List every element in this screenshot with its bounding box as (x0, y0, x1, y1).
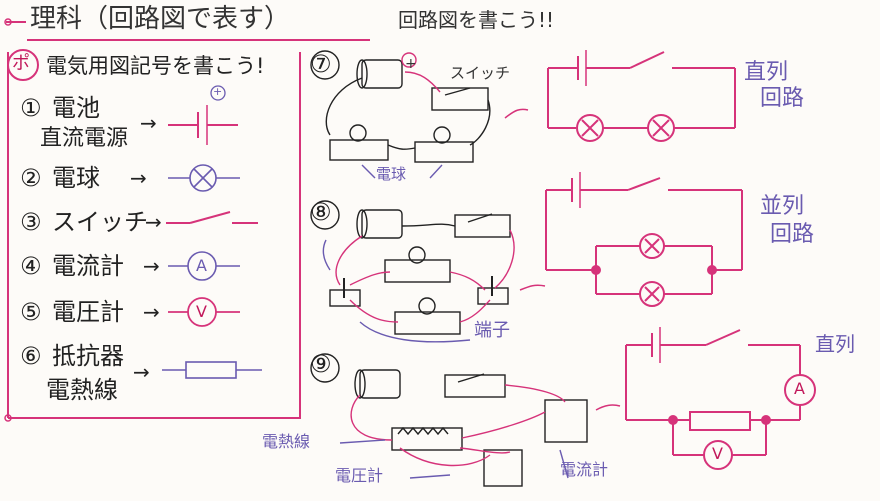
symbol-label-ammeter: 電流計 (52, 252, 124, 280)
arrow-bulb: → (130, 166, 147, 190)
circuit-9-diagram (625, 327, 816, 470)
terminal-label: 端子 (474, 320, 510, 341)
symbol-label-switch: スイッチ (52, 208, 148, 236)
page-subtitle: 回路図を書こう!! (398, 8, 555, 32)
heater-label: 電熱線 (262, 432, 311, 451)
arrow-9 (595, 404, 621, 411)
point-badge: ポ (12, 53, 30, 74)
example-8-sketch (310, 200, 515, 343)
plus-sign: + (213, 85, 223, 98)
circuit-8-diagram (545, 172, 743, 307)
arrow-7 (504, 108, 529, 119)
heater-pointer (339, 439, 386, 444)
symbol-label-voltmeter: 電圧計 (52, 298, 124, 326)
panel-corner-dot (4, 414, 12, 422)
example-9-sketch (310, 353, 588, 487)
example-number-9: ⑨ (310, 350, 332, 378)
arrow-8 (519, 284, 546, 291)
symbol-label-dc-source: 直流電源 (40, 126, 129, 151)
switch-label: スイッチ (450, 64, 511, 82)
symbol-number-5: ⑤ (20, 298, 42, 326)
arrow-switch: → (145, 210, 162, 234)
circuit-9-voltmeter-letter: V (712, 444, 723, 463)
circuit-9-ammeter-letter: A (794, 379, 805, 398)
circuit-7-diagram (547, 50, 736, 142)
parallel-circuit-label: 回路 (770, 222, 815, 247)
ammeter-symbol (168, 251, 240, 281)
arrow-battery: → (140, 111, 157, 135)
symbol-number-6: ⑥ (20, 342, 42, 370)
ammeter-pointer (559, 449, 569, 479)
arrow-voltmeter: → (143, 300, 160, 324)
voltmeter-letter: V (196, 302, 207, 321)
voltmeter-pointer (409, 474, 451, 479)
series-label: 直列 (744, 60, 789, 85)
symbol-number-4: ④ (20, 252, 42, 280)
ammeter-sketch-label: 電流計 (560, 460, 609, 479)
example-number-7: ⑦ (310, 50, 332, 78)
parallel-label: 並列 (760, 194, 805, 219)
battery-symbol (168, 85, 238, 145)
symbol-number-3: ③ (20, 208, 42, 236)
series-label-2: 直列 (815, 332, 855, 356)
bulb-label: 電球 (376, 165, 407, 183)
arrow-resistor: → (133, 360, 150, 384)
point-text: 電気用図記号を書こう! (46, 54, 265, 78)
ammeter-letter: A (196, 256, 207, 275)
voltmeter-sketch-label: 電圧計 (335, 466, 384, 485)
symbol-number-2: ② (20, 164, 42, 192)
series-circuit-label: 回路 (760, 86, 805, 111)
arrow-ammeter: → (143, 254, 160, 278)
page-title: 理科（回路図で表す） (30, 4, 291, 34)
example-number-8: ⑧ (310, 198, 332, 226)
panel-right-border (8, 52, 301, 419)
symbol-label-resistor: 抵抗器 (52, 342, 124, 370)
resistor-symbol (162, 361, 262, 379)
title-dot (4, 18, 12, 26)
example-number-7-plus: + (405, 56, 417, 72)
symbol-label-battery: 電池 (52, 94, 100, 122)
bulb-symbol (168, 164, 240, 192)
example-7-sketch (310, 50, 491, 179)
symbol-label-bulb: 電球 (52, 164, 100, 192)
point-badge-circle (7, 49, 39, 81)
symbol-label-heater: 電熱線 (46, 376, 118, 404)
voltmeter-symbol (168, 297, 240, 327)
switch-symbol (166, 211, 258, 224)
symbol-number-1: ① (20, 94, 42, 122)
